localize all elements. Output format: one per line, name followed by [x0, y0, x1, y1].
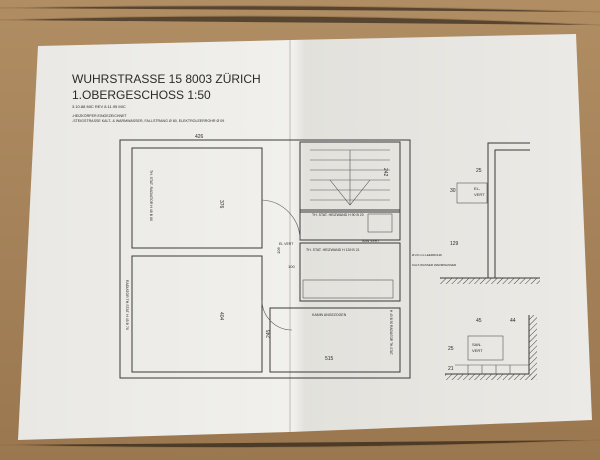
kamin-label: KAMIN ANGEZOGEN	[312, 313, 347, 317]
san-vert-detail-label-1: SAN-	[472, 342, 482, 347]
paper-sheet	[18, 34, 592, 440]
radiator-label-2: RADIATOR TH.STAT. H 45 B 70	[125, 280, 129, 330]
san-vert-detail-label-2: VERT	[472, 348, 483, 353]
dim-245: 245	[266, 329, 272, 338]
title-block: WUHRSTRASSE 15 8003 ZÜRICH 1.OBERGESCHOS…	[72, 72, 261, 123]
radiator-label-1: TH. STAT. RADIATOR H 48 B 80	[149, 170, 153, 221]
dim-376: 376	[218, 200, 224, 209]
wood-grain	[0, 5, 600, 449]
el-dim-30: 30	[450, 188, 456, 194]
plan-note-2: -STEIGSTRASSE KALT- & WARMWASSER, FALLST…	[72, 119, 224, 123]
floor-plan: 426 376 404 242 245 515 106 100 TH. STAT…	[119, 134, 457, 379]
san-dim-21: 21	[448, 366, 454, 372]
san-dim-45: 45	[476, 318, 482, 324]
heizwand-label-1: TH. STAT. HEIZWAND H 90 B 20	[312, 213, 364, 217]
plan-note-1: -HEIZKÖRPER EINGEZEICHNET	[72, 114, 128, 118]
detail-el-vert: EL- VERT 25 30 129	[440, 142, 540, 284]
san-vert-label: SAN VERT	[362, 239, 380, 243]
leerrohr-label: Ø 20 mm LEERROHR	[412, 253, 443, 257]
plan-title: WUHRSTRASSE 15 8003 ZÜRICH	[72, 72, 261, 86]
san-dim-44: 44	[510, 318, 516, 324]
el-vert-label: EL VERT	[279, 242, 294, 246]
heizwand-label-2: TH. STAT. HEIZWAND H 139 B 21	[306, 248, 360, 252]
steig-label: KALT-WASSER WARMWASSER	[412, 263, 457, 267]
plan-subtitle: 1.OBERGESCHOSS 1:50	[72, 88, 211, 102]
dim-426: 426	[195, 134, 204, 140]
el-vert-detail-label-2: VERT	[474, 192, 485, 197]
plan-dates: 3.10.88 MIC REV 8.11.95 MIC	[72, 104, 126, 109]
san-dim-25: 25	[448, 346, 454, 352]
detail-san-vert: SAN- VERT 45 44 25 21	[445, 315, 537, 380]
el-dim-25: 25	[476, 168, 482, 174]
dim-100: 100	[288, 264, 295, 269]
radiator-label-3: H 45 B 50 RADIATOR TH.STAT.	[389, 310, 393, 356]
dim-242: 242	[382, 168, 388, 177]
dim-404: 404	[218, 312, 224, 321]
el-vert-detail-label-1: EL-	[474, 186, 481, 191]
dim-515: 515	[325, 356, 334, 362]
el-dim-129: 129	[450, 241, 459, 247]
dim-106: 106	[276, 247, 281, 254]
